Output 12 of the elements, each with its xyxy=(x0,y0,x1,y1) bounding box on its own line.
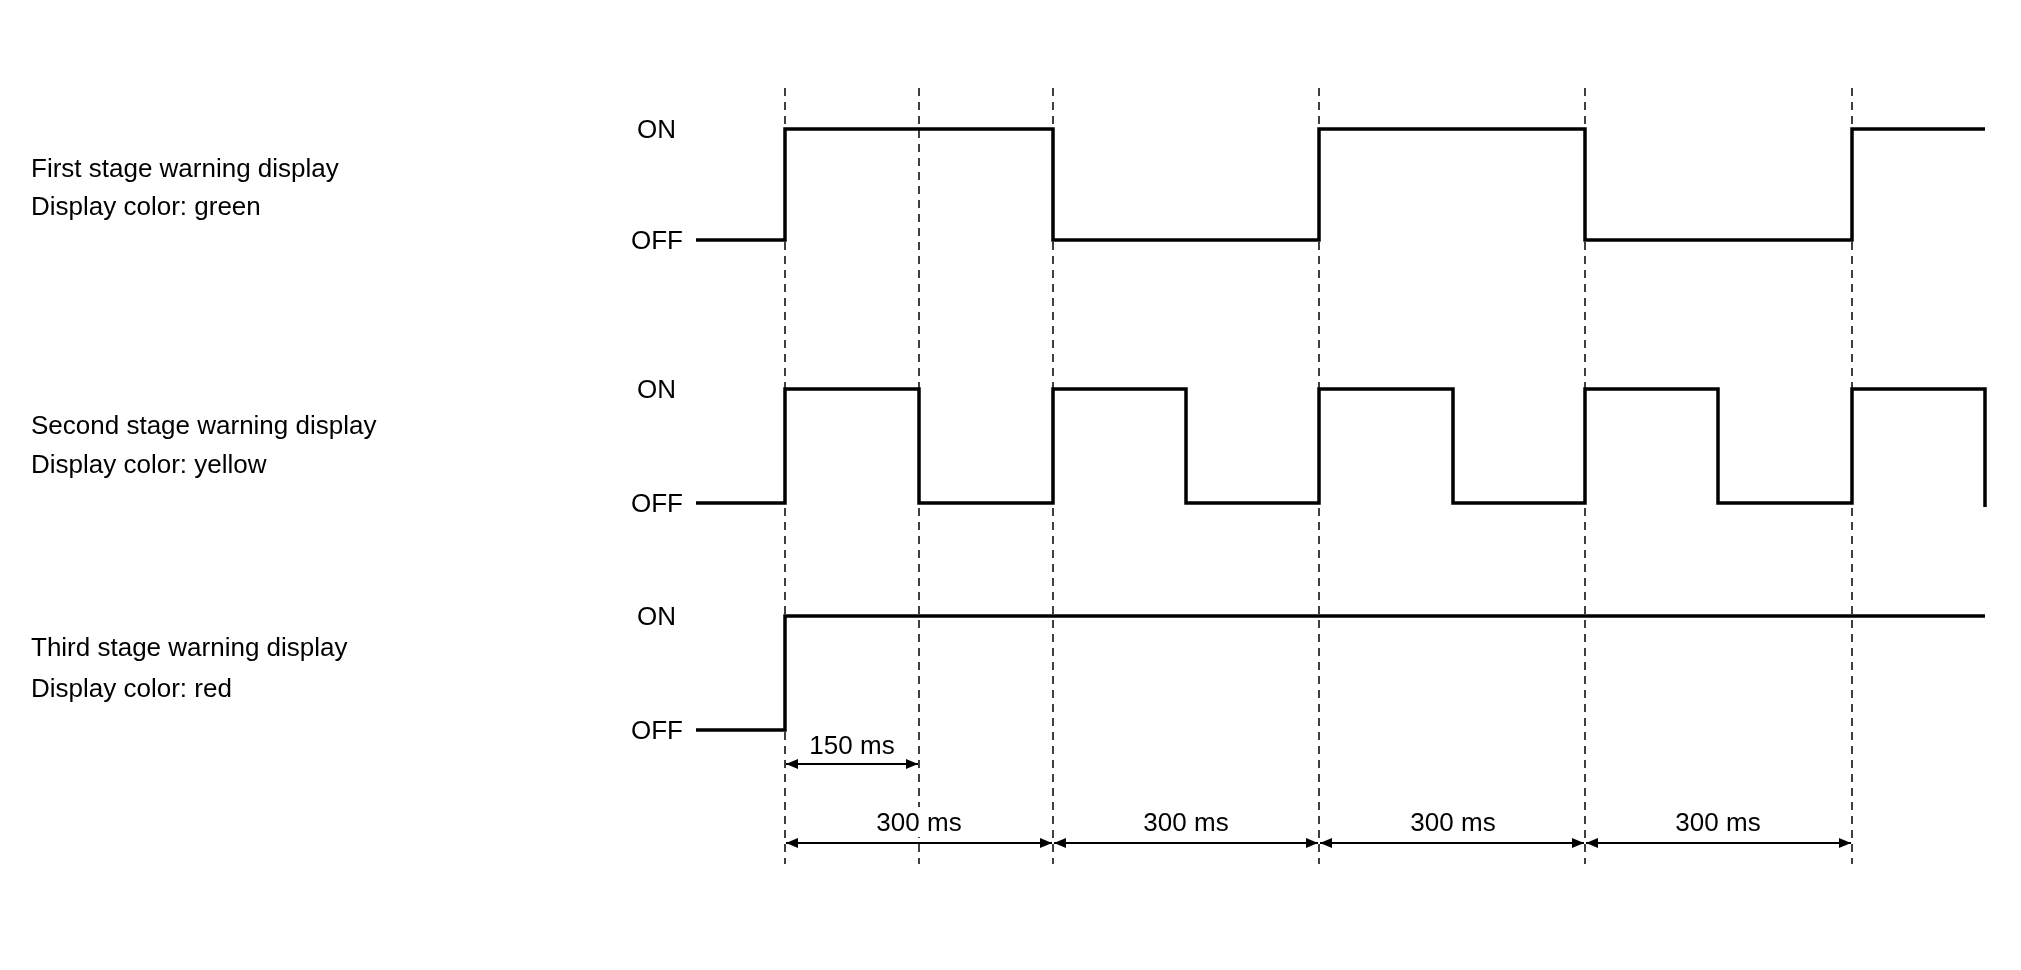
display-color-text: Display color: red xyxy=(31,673,232,703)
signal-name: First stage warning display xyxy=(31,153,339,183)
signal-name: Second stage warning display xyxy=(31,410,377,440)
state-label: OFF xyxy=(631,715,683,745)
signal-name: Third stage warning display xyxy=(31,632,348,662)
state-label: ON xyxy=(637,374,676,404)
state-label: ON xyxy=(637,114,676,144)
state-label: OFF xyxy=(631,225,683,255)
display-color-text: Display color: yellow xyxy=(31,449,267,479)
display-color-text: Display color: green xyxy=(31,191,261,221)
state-label: OFF xyxy=(631,488,683,518)
state-label: ON xyxy=(637,601,676,631)
